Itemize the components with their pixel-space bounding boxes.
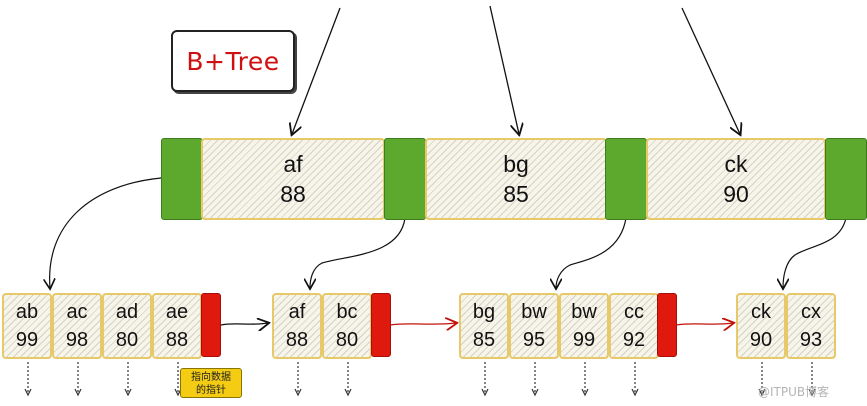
leaf-key: bw — [571, 301, 597, 323]
internal-key-value: 90 — [723, 181, 749, 207]
internal-pointer-3 — [605, 138, 647, 220]
leaf-value: 88 — [165, 329, 189, 351]
child-link-3 — [556, 217, 627, 288]
leaf-key: ab — [15, 301, 39, 323]
data-pointer-arrowhead — [631, 388, 639, 397]
note-line-2: 的指针 — [196, 385, 226, 396]
watermark: @ITPUB博客 — [758, 385, 830, 399]
internal-key-value: 88 — [280, 181, 306, 207]
leaf-entry: af 88 — [272, 293, 322, 359]
data-pointer-arrowhead — [481, 388, 489, 397]
internal-pointer-1 — [161, 138, 203, 220]
leaf-key: cx — [801, 301, 821, 323]
incoming-arrow-bg — [489, 5, 519, 134]
leaf-entry: bw 95 — [509, 293, 559, 359]
incoming-arrow-af — [292, 7, 341, 134]
leaf-key: ac — [66, 301, 88, 323]
sibling-link-2 — [389, 323, 456, 325]
data-pointer-arrowhead — [581, 388, 589, 397]
leaf-next-pointer — [657, 293, 677, 357]
data-pointer-arrowhead — [531, 388, 539, 397]
child-link-2 — [310, 217, 406, 288]
leaf-value: 80 — [335, 329, 359, 351]
leaf-value: 80 — [115, 329, 139, 351]
leaf-entry: ad 80 — [102, 293, 152, 359]
data-pointer-lines — [24, 362, 816, 397]
internal-pointer-4 — [825, 138, 867, 220]
leaf-entry: ab 99 — [2, 293, 52, 359]
leaf-entry: cc 92 — [609, 293, 659, 359]
title-text: B+Tree — [186, 46, 280, 76]
leaf-value: 92 — [622, 329, 646, 351]
leaf-key: bw — [521, 301, 547, 323]
child-link-1 — [50, 177, 162, 288]
leaf-value: 95 — [522, 329, 546, 351]
child-link-4 — [783, 217, 847, 288]
leaf-value: 93 — [799, 329, 823, 351]
leaf-value: 98 — [65, 329, 89, 351]
leaf-entry: bw 99 — [559, 293, 609, 359]
internal-pointer-2 — [384, 138, 426, 220]
data-pointer-arrowhead — [74, 388, 82, 397]
internal-key-bg: bg 85 — [425, 138, 607, 220]
internal-key-value: 85 — [503, 181, 529, 207]
title-box: B+Tree — [171, 30, 295, 92]
data-pointer-arrowhead — [808, 388, 816, 397]
leaf-value: 90 — [749, 329, 773, 351]
data-pointer-arrowhead — [24, 388, 32, 397]
data-pointer-arrowhead — [124, 388, 132, 397]
leaf-key: af — [288, 301, 306, 323]
incoming-arrow-ck — [681, 7, 740, 134]
leaf-entry: cx 93 — [786, 293, 836, 359]
leaf-next-pointer — [201, 293, 221, 357]
leaf-entry: bg 85 — [459, 293, 509, 359]
leaf-value: 85 — [472, 329, 496, 351]
internal-key-af: af 88 — [201, 138, 385, 220]
sibling-link-1 — [220, 323, 268, 325]
leaf-key: ad — [115, 301, 139, 323]
internal-key-label: bg — [503, 151, 529, 177]
internal-key-ck: ck 90 — [646, 138, 826, 220]
internal-key-label: ck — [724, 151, 748, 177]
leaf-value: 99 — [572, 329, 596, 351]
leaf-entry: ae 88 — [152, 293, 202, 359]
data-pointer-arrowhead — [344, 388, 352, 397]
data-pointer-note: 指向数据 的指针 — [180, 368, 242, 398]
leaf-key: ae — [165, 301, 189, 323]
internal-key-label: af — [283, 151, 303, 177]
data-pointer-arrowhead — [294, 388, 302, 397]
leaf-key: bc — [336, 301, 358, 323]
leaf-key: cc — [624, 301, 644, 323]
note-line-1: 指向数据 — [191, 372, 231, 383]
leaf-key: ck — [751, 301, 771, 323]
leaf-entry: ck 90 — [736, 293, 786, 359]
sibling-link-3 — [675, 323, 733, 325]
leaf-value: 88 — [285, 329, 309, 351]
leaf-next-pointer — [371, 293, 391, 357]
leaf-entry: ac 98 — [52, 293, 102, 359]
data-pointer-arrowhead — [758, 388, 766, 397]
leaf-entry: bc 80 — [322, 293, 372, 359]
leaf-key: bg — [472, 301, 496, 323]
leaf-value: 99 — [15, 329, 39, 351]
